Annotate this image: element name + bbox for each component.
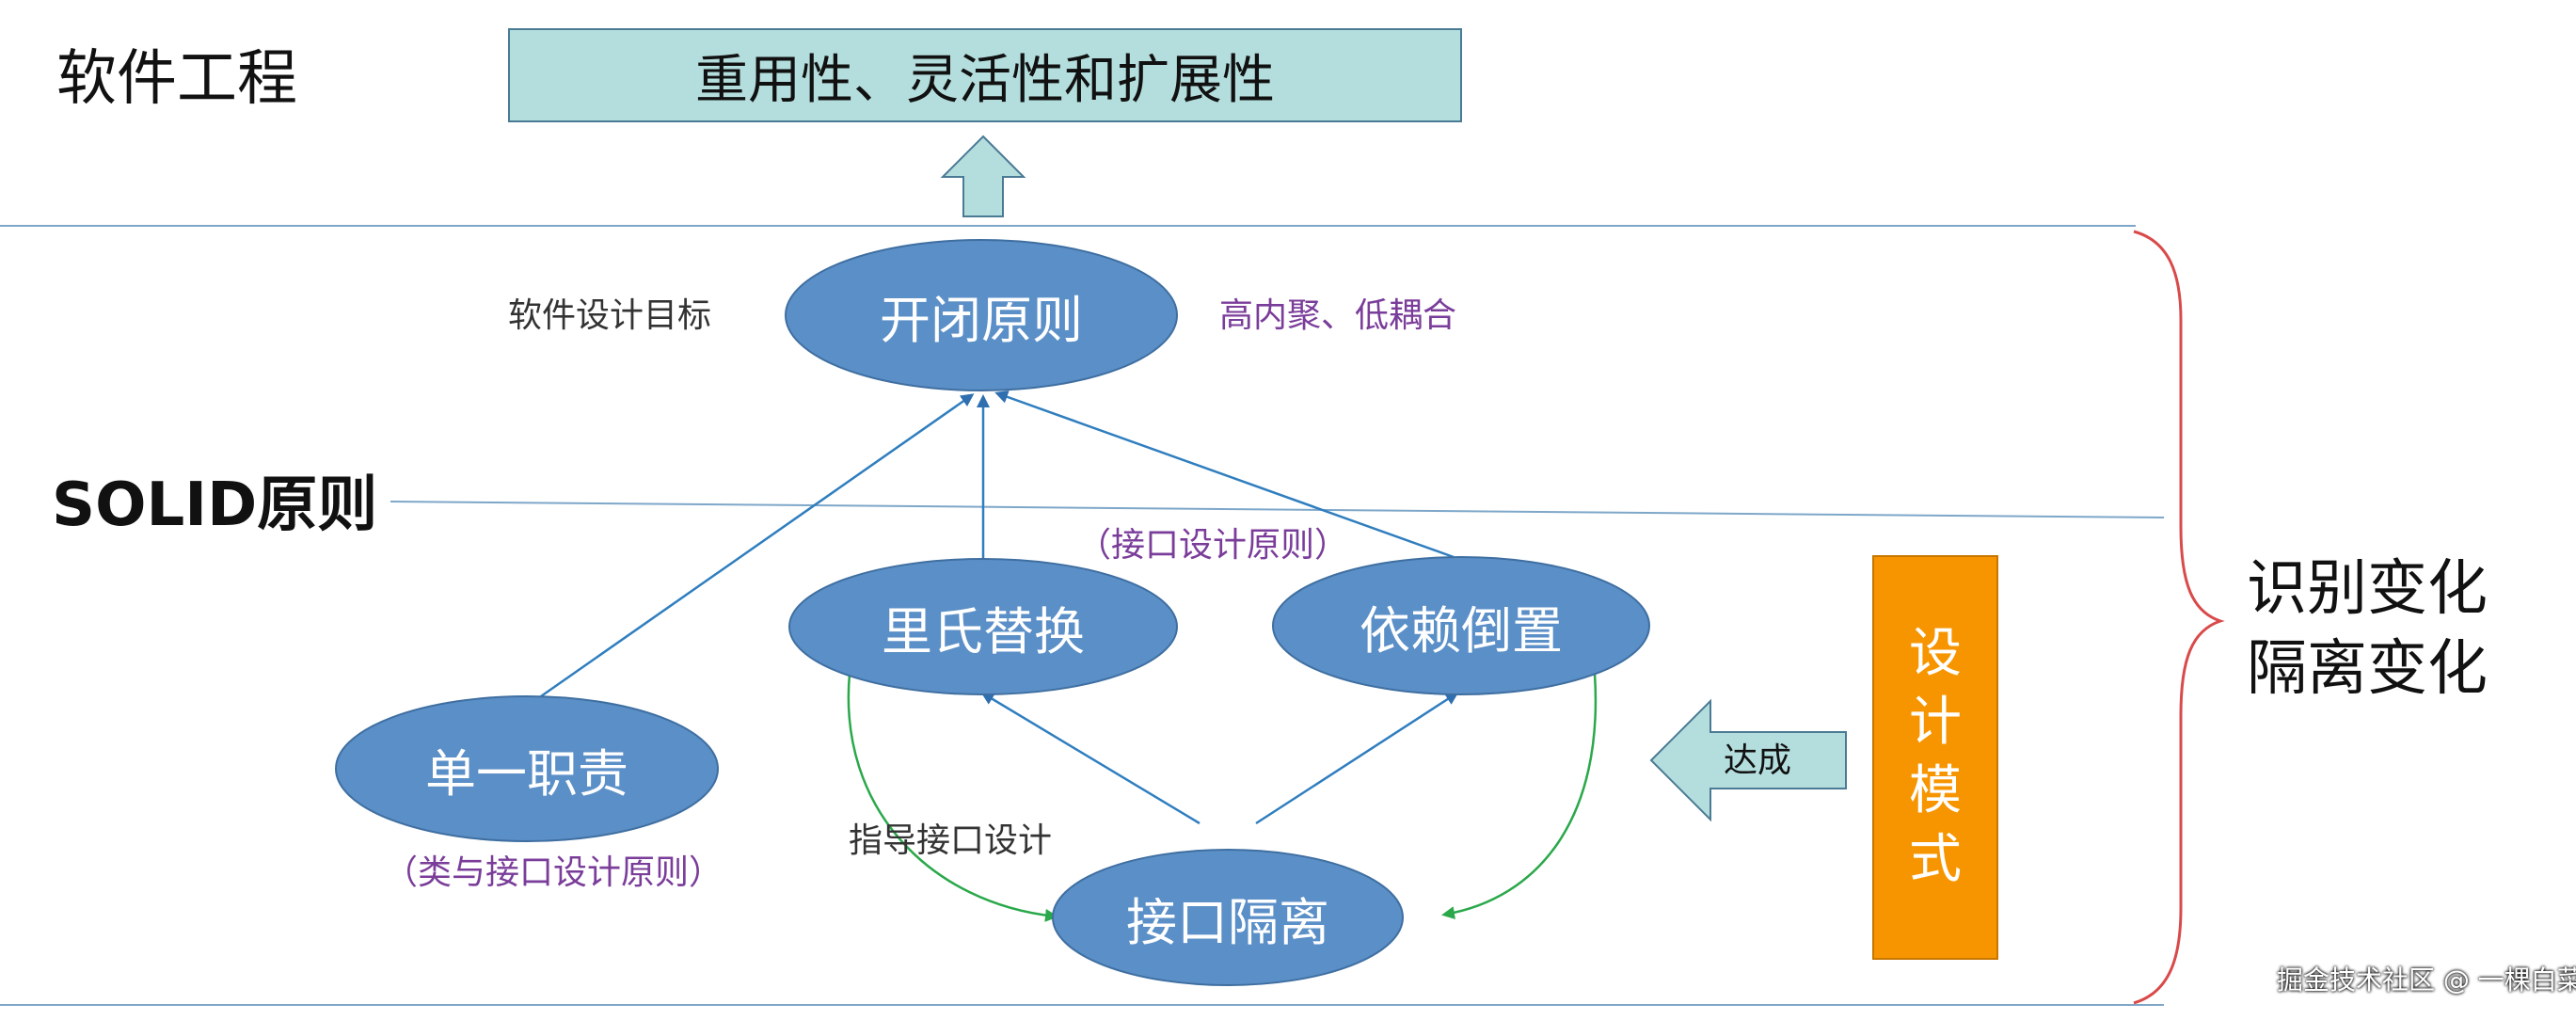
arrow-isp-to-dip [1255, 692, 1459, 825]
up-arrow-icon [940, 135, 1026, 217]
arrow-lsp-curve-to-isp [847, 673, 1058, 922]
design-patterns-label: 设计模式 [1909, 623, 1962, 890]
node-ocp-label: 开闭原则 [880, 290, 1083, 350]
goal-box-label: 重用性、灵活性和扩展性 [695, 49, 1275, 111]
annotation-design-goal: 软件设计目标 [508, 296, 712, 335]
arrow-dip-to-ocp [994, 390, 1455, 559]
separator-mid [390, 501, 2165, 518]
node-dip-label: 依赖倒置 [1360, 600, 1563, 661]
achieve-label: 达成 [1724, 741, 1792, 780]
annotation-cohesion: 高内聚、低耦合 [1219, 296, 1457, 335]
node-isp [1052, 849, 1404, 986]
node-srp-label: 单一职责 [425, 743, 628, 804]
annotation-guide-interface: 指导接口设计 [849, 821, 1053, 860]
right-label-isolate: 隔离变化 [2247, 634, 2488, 704]
node-dip [1272, 556, 1650, 695]
design-patterns-box: 设计模式 [1872, 555, 1998, 960]
annotation-class-interface-design: （类与接口设计原则） [384, 853, 724, 892]
right-brace [2133, 230, 2225, 1005]
watermark: 掘金技术社区 @ 一棵白菜 [2277, 964, 2576, 996]
layer-label-solid: SOLID原则 [52, 470, 378, 540]
node-isp-label: 接口隔离 [1126, 892, 1329, 952]
node-lsp [788, 558, 1178, 695]
right-label-identify: 识别变化 [2247, 554, 2488, 624]
goal-box: 重用性、灵活性和扩展性 [508, 28, 1462, 122]
node-lsp-label: 里氏替换 [882, 601, 1085, 661]
arrow-dip-curve-to-isp [1441, 673, 1598, 920]
node-srp [335, 695, 719, 842]
node-ocp [785, 239, 1178, 391]
layer-label-software-engineering: 软件工程 [56, 44, 297, 114]
arrow-isp-to-lsp [980, 692, 1201, 825]
annotation-interface-design: （接口设计原则） [1077, 526, 1349, 565]
achieve-arrow [1649, 698, 1847, 822]
arrow-srp-to-ocp [540, 393, 975, 698]
